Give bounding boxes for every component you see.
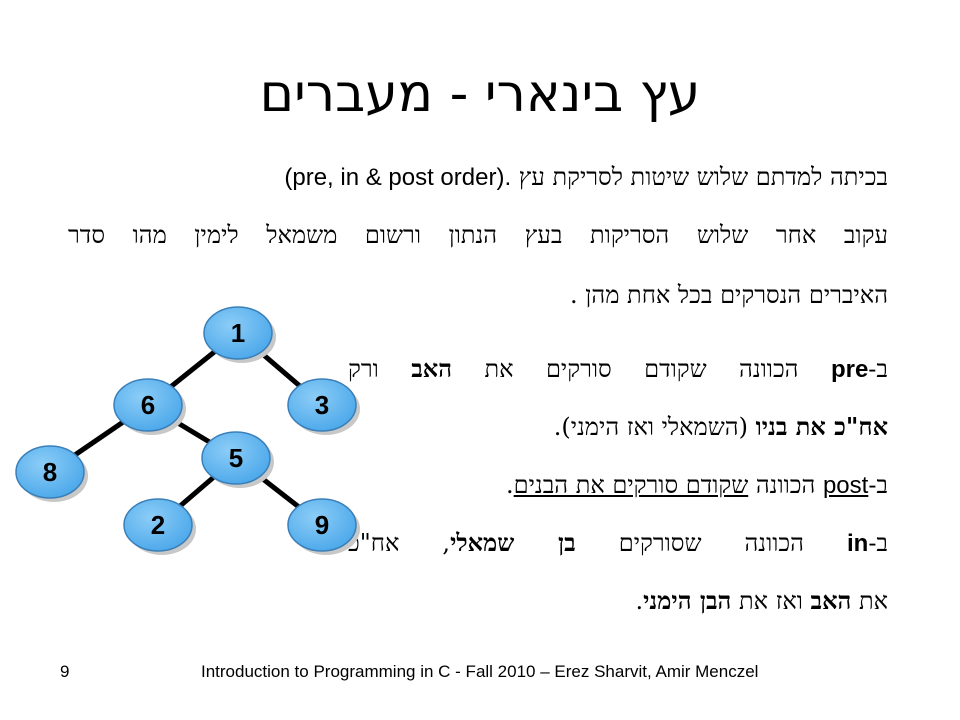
tree-node-circle [203, 306, 273, 360]
tree-node-label: 6 [141, 390, 155, 420]
pre-text: הכוונה שקודם סורקים את [484, 355, 799, 383]
in-term: in [846, 530, 869, 557]
in-left-son: בן שמאלי [450, 528, 576, 557]
intro-line-3: האיברים הנסרקים בכל אחת מהן . [570, 281, 888, 309]
pre-children-order: (השמאלי ואז הימני). [553, 413, 748, 441]
tree-node-circle [287, 378, 357, 432]
post-term: post [822, 472, 869, 499]
tree-node-circle [15, 445, 85, 499]
in-order-line-2: את האב ואז את הבן הימני. [348, 586, 888, 616]
tree-node-6: 6 [113, 378, 186, 435]
tree-node-label: 5 [229, 443, 243, 473]
intro-line-1: בכיתה למדתם שלוש שיטות לסריקת עץ (pre, i… [68, 162, 888, 193]
in-text: הכוונה שסורקים [618, 529, 804, 557]
pre-prefix: ב- [868, 355, 888, 383]
pre-father: האב [411, 354, 453, 383]
intro-line-1-hebrew: בכיתה למדתם שלוש שיטות לסריקת עץ [518, 163, 888, 191]
pre-text-2: ורק [348, 355, 379, 383]
post-end: . [506, 471, 514, 499]
tree-node-circle [123, 498, 193, 552]
tree-node-3: 3 [287, 378, 360, 435]
post-order-line: ב-post הכוונה שקודם סורקים את הבנים. [348, 470, 888, 501]
post-text: הכוונה [755, 471, 816, 499]
in-father: האב [810, 586, 852, 615]
tree-node-label: 3 [315, 390, 329, 420]
tree-node-circle [287, 498, 357, 552]
tree-node-label: 2 [151, 510, 165, 540]
tree-edges [48, 331, 324, 527]
tree-node-circle [201, 431, 271, 485]
tree-node-9: 9 [287, 498, 360, 555]
slide-title: עץ בינארי - מעברים [259, 64, 701, 124]
tree-node-label: 9 [315, 510, 329, 540]
footer-page-number: 9 [60, 662, 70, 681]
footer-course-credit: Introduction to Programming in C - Fall … [201, 662, 759, 681]
tree-node-1: 1 [203, 306, 276, 363]
in-line2-a: את [858, 587, 888, 615]
in-order-line-1: ב-in הכוונה שסורקים בן שמאלי, אח"כ [348, 528, 888, 559]
in-prefix: ב- [868, 529, 888, 557]
tree-node-circle [113, 378, 183, 432]
in-text-2: , אח"כ [348, 529, 451, 557]
tree-node-2: 2 [123, 498, 196, 555]
in-line2-b: ואז את [738, 587, 803, 615]
intro-line-2: עקוב אחר שלוש הסריקות בעץ הנתון ורשום מש… [68, 221, 888, 249]
tree-node-8: 8 [15, 445, 88, 502]
pre-order-line-1: ב-pre הכוונה שקודם סורקים את האב ורק [348, 354, 888, 385]
tree-nodes: 1 6 3 8 5 2 9 [15, 306, 360, 555]
pre-term: pre [830, 356, 869, 383]
pre-order-line-2: אח"כ את בניו (השמאלי ואז הימני). [348, 412, 888, 442]
tree-node-label: 1 [231, 318, 245, 348]
intro-line-1-latin: (pre, in & post order). [284, 164, 512, 191]
post-children-first: שקודם סורקים את הבנים [513, 471, 749, 499]
binary-tree-diagram: 1 6 3 8 5 2 9 [15, 306, 360, 555]
pre-children: אח"כ את בניו [755, 412, 888, 441]
tree-node-label: 8 [43, 457, 57, 487]
post-prefix: ב- [868, 471, 888, 499]
in-right-son: הבן הימני [643, 586, 732, 615]
tree-node-5: 5 [201, 431, 274, 488]
in-end: . [635, 587, 644, 615]
